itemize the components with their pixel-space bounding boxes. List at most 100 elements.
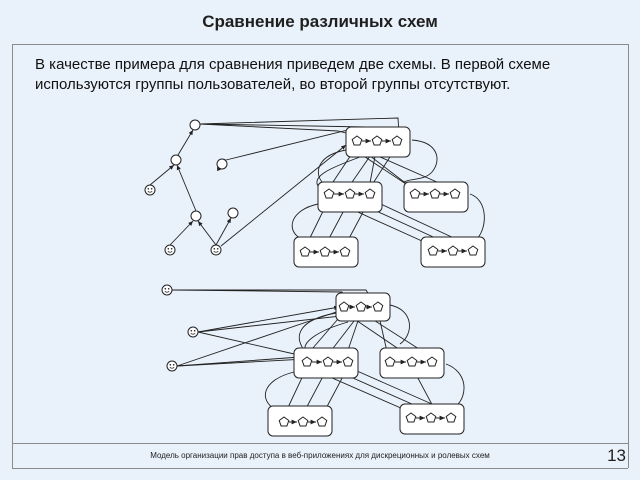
arrow [169,220,194,246]
pentagon-icon [299,246,311,257]
role-box [267,405,333,437]
footer-rule [12,443,628,444]
pentagon-icon [297,416,309,427]
slide-title: Сравнение различных схем [202,12,438,31]
user-eye [169,364,172,366]
arrow [149,164,175,186]
pentagon-icon [425,412,437,423]
circle-node-icon [227,207,239,219]
pentagon-icon [319,246,331,257]
arrow [197,220,217,246]
footer-text: Модель организации прав доступа в веб-пр… [150,451,490,460]
arrow [197,305,340,333]
user-eye [170,248,173,250]
user-mouth [147,190,153,193]
circle-node-icon [170,154,182,166]
user-eye [167,248,170,250]
pentagon-icon [447,245,459,256]
user-eye [193,330,196,332]
smiley-face-icon [166,360,178,372]
role-box [399,403,465,435]
pentagon-icon [371,135,383,146]
inheritance-curve [317,149,347,183]
pentagon-icon [426,356,438,367]
user-mouth [164,290,170,293]
user-face [144,184,156,196]
user-face [161,284,173,296]
role-box [379,347,445,379]
pentagon-icon [323,188,335,199]
user-mouth [167,250,173,253]
pentagon-icon [301,356,313,367]
role-box [293,236,359,268]
inheritance-curve [445,363,465,407]
user-face [210,244,222,256]
pentagon-icon [344,188,356,199]
user-eye [213,248,216,250]
body-line-2: используются группы пользователей, во вт… [35,76,511,93]
smiley-face-icon [144,184,156,196]
user-eye [147,188,150,190]
pentagon-icon [339,246,351,257]
pentagon-icon [322,356,334,367]
pentagon-icon [427,245,439,256]
role-box [345,126,411,158]
body-line-1: В качестве примера для сравнения приведе… [35,56,551,73]
role-boxes [267,126,486,437]
bottom-rule [12,468,628,469]
user-eye [216,248,219,250]
user-face [187,326,199,338]
pentagon-icon [364,188,376,199]
pentagon-icon [384,356,396,367]
user-mouth [213,250,219,253]
top-rule [12,44,628,45]
inheritance-curve [403,139,438,183]
smiley-face-icon [161,284,173,296]
user-mouth [190,332,196,335]
pentagon-icon [409,188,421,199]
pentagon-icon [342,356,354,367]
arrow [176,164,197,212]
user-face [166,360,178,372]
circle-node-icon [189,119,201,131]
pentagon-icon [372,301,384,312]
user-face [164,244,176,256]
left-rule [12,44,13,468]
arrow [176,355,301,367]
smiley-face-icon [210,244,222,256]
inheritance-curve [389,304,410,345]
pentagon-icon [338,301,350,312]
inheritance-curve [469,193,485,241]
pentagon-icon [429,188,441,199]
pentagon-icon [467,245,479,256]
pentagon-icon [449,188,461,199]
arrow [171,289,347,301]
circle-node-icon [216,158,228,170]
user-eye [190,330,193,332]
arrow [176,308,346,367]
pentagon-icon [355,301,367,312]
right-rule [628,44,629,468]
arrow [215,217,232,246]
pentagon-icon [391,135,403,146]
arrow [177,129,194,156]
smiley-face-icon [187,326,199,338]
user-eye [150,188,153,190]
user-mouth [169,366,175,369]
pentagon-icon [445,412,457,423]
page-number: 13 [607,446,626,465]
circle-node-icon [190,210,202,222]
role-box [403,181,469,213]
role-box [335,292,391,322]
pentagon-icon [278,416,290,427]
user-eye [164,288,167,290]
arrow [197,331,304,358]
smiley-face-icon [164,244,176,256]
role-box [420,236,486,268]
role-box [293,347,359,379]
nodes [144,119,239,372]
inheritance-curve [316,156,361,187]
user-eye [167,288,170,290]
